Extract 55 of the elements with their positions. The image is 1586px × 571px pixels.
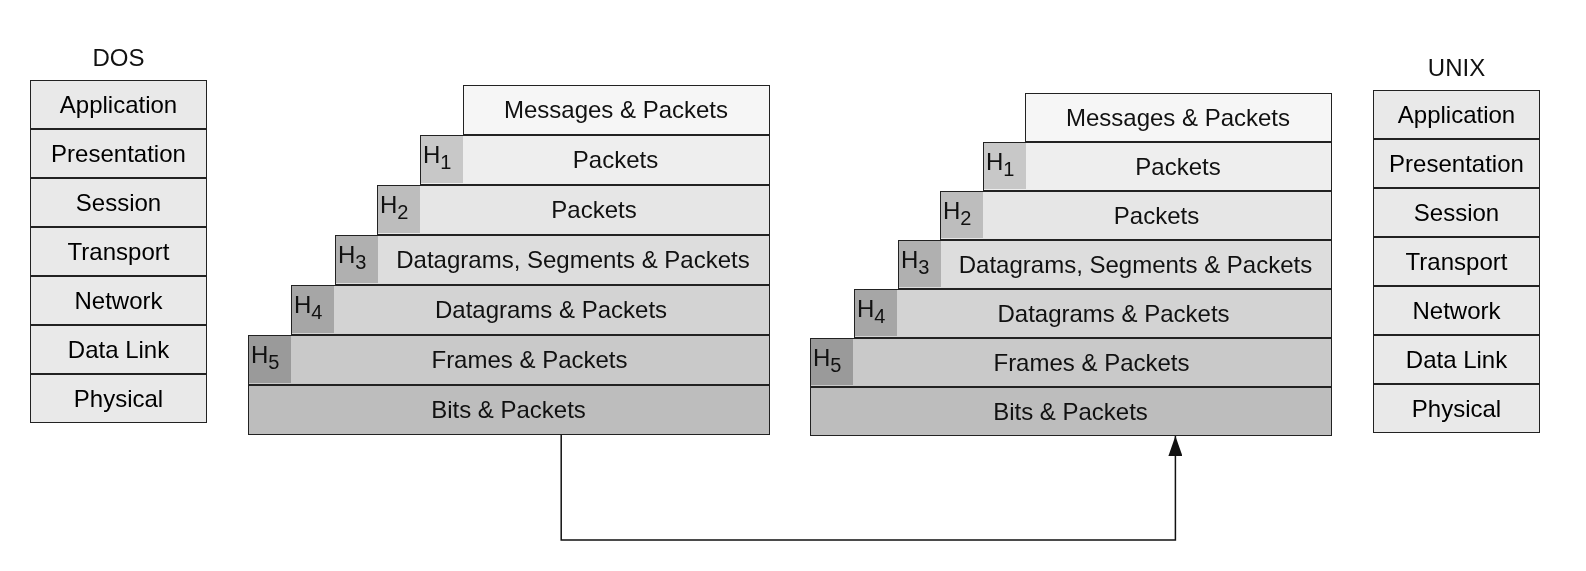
packet-label: Datagrams & Packets <box>996 299 1231 328</box>
packet-label: Frames & Packets <box>992 348 1191 377</box>
header-label: H$_{5}$ <box>811 339 853 385</box>
packet-row <box>420 135 770 185</box>
layer-box: Application <box>1373 90 1540 139</box>
packet-label: Datagrams, Segments & Packets <box>395 246 751 274</box>
packet-label: Bits & Packets <box>430 396 587 424</box>
packet-row <box>248 335 770 385</box>
layer-box: Presentation <box>30 129 207 178</box>
layer-box: Presentation <box>1373 139 1540 188</box>
layer-box: Data Link <box>1373 335 1540 384</box>
header-label: H$_{2}$ <box>378 186 420 233</box>
packet-row <box>291 285 770 335</box>
packet-row <box>810 338 1332 387</box>
header-label: H$_{4}$ <box>292 286 334 333</box>
packet-label: Datagrams & Packets <box>433 296 669 324</box>
packet-label: Datagrams, Segments & Packets <box>957 250 1314 279</box>
packet-row <box>854 289 1332 338</box>
stack-title: UNIX <box>1426 54 1487 82</box>
packet-label: Messages & Packets <box>502 96 730 124</box>
layer-box: Data Link <box>30 325 207 374</box>
packet-row <box>463 85 770 135</box>
packet-row <box>335 235 770 285</box>
layer-box: Network <box>1373 286 1540 335</box>
packet-row <box>898 240 1332 289</box>
layer-box: Transport <box>1373 237 1540 286</box>
packet-row <box>983 142 1332 191</box>
arrow <box>560 434 1183 541</box>
packet-label: Frames & Packets <box>430 346 629 374</box>
layer-box: Session <box>1373 188 1540 237</box>
packet-label: Packets <box>550 196 638 224</box>
packet-label: Messages & Packets <box>1064 103 1292 132</box>
header-label: H$_{1}$ <box>984 143 1026 189</box>
header-label: H$_{4}$ <box>855 290 897 336</box>
layer-box: Network <box>30 276 207 325</box>
packet-row <box>248 385 770 435</box>
header-label: H$_{3}$ <box>336 236 378 283</box>
packet-row <box>377 185 770 235</box>
header-label: H$_{1}$ <box>421 136 463 183</box>
layer-box: Application <box>30 80 207 129</box>
layer-box: Session <box>30 178 207 227</box>
stack-title: DOS <box>91 44 146 72</box>
packet-label: Bits & Packets <box>992 397 1149 426</box>
header-label: H$_{2}$ <box>941 192 983 238</box>
packet-label: Packets <box>1134 152 1222 181</box>
packet-row <box>940 191 1332 240</box>
packet-label: Packets <box>1112 201 1201 230</box>
packet-label: Packets <box>571 146 660 174</box>
header-label: H$_{5}$ <box>249 336 291 383</box>
layer-box: Transport <box>30 227 207 276</box>
packet-row <box>1025 93 1332 142</box>
header-label: H$_{3}$ <box>899 241 941 287</box>
layer-box: Physical <box>30 374 207 423</box>
layer-box: Physical <box>1373 384 1540 433</box>
packet-row <box>810 387 1332 436</box>
